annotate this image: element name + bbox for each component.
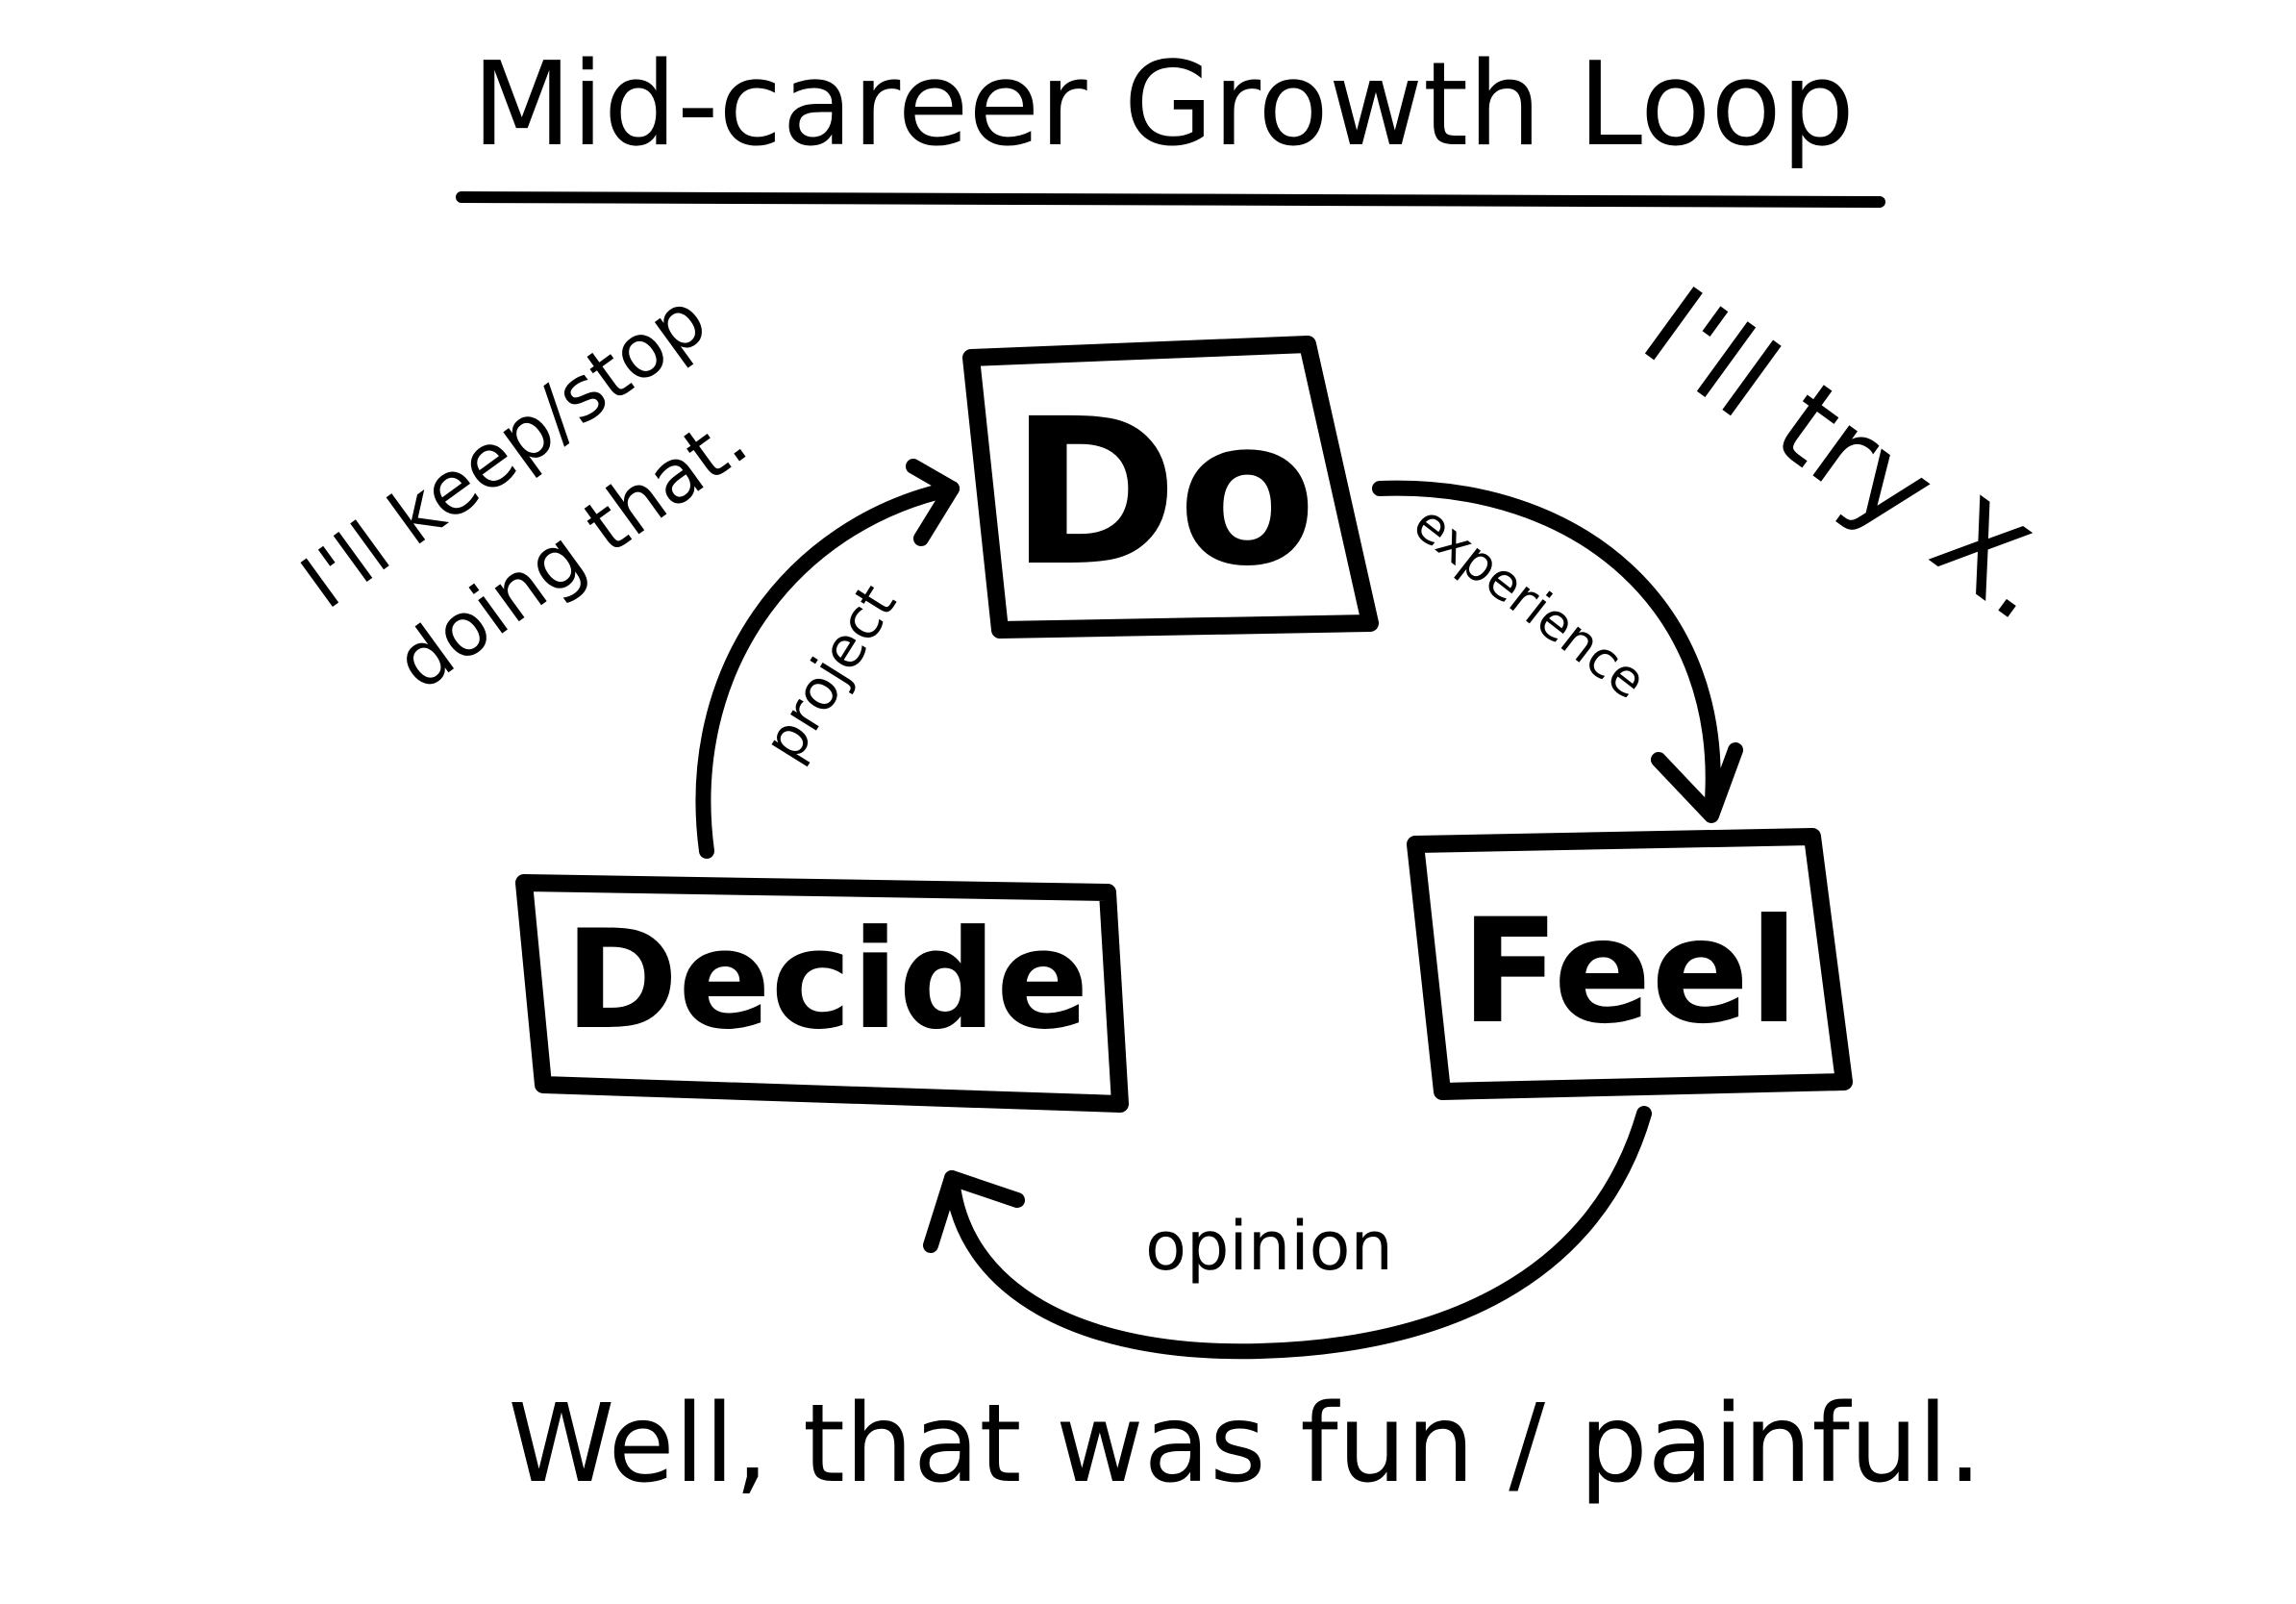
edge-decide-to-do-arrowhead	[906, 459, 960, 546]
node-do-label: Do	[1011, 375, 1317, 611]
node-decide-label: Decide	[565, 901, 1089, 1060]
node-feel-label: Feel	[1460, 889, 1798, 1056]
diagram-title: Mid-career Growth Loop	[472, 38, 1855, 172]
quote-feel: Well, that was fun / painful.	[508, 1382, 1982, 1507]
edge-feel-to-decide-arrowhead	[923, 1170, 1025, 1253]
quote-do: I'll try X.	[1620, 262, 2080, 646]
edge-do-to-feel-arrowhead	[1651, 742, 1743, 823]
title-underline	[456, 191, 1885, 208]
edge-feel-to-decide-label: opinion	[1145, 1207, 1393, 1286]
node-feel-box	[1407, 828, 1853, 1100]
node-decide-box	[515, 874, 1129, 1113]
edge-decide-to-do-arrow	[695, 481, 960, 859]
edge-do-to-feel-label: experience	[1402, 494, 1656, 711]
edge-do-to-feel-arrow	[1372, 480, 1721, 820]
node-do-box	[962, 336, 1379, 639]
edge-feel-to-decide-arrow	[944, 1106, 1652, 1360]
